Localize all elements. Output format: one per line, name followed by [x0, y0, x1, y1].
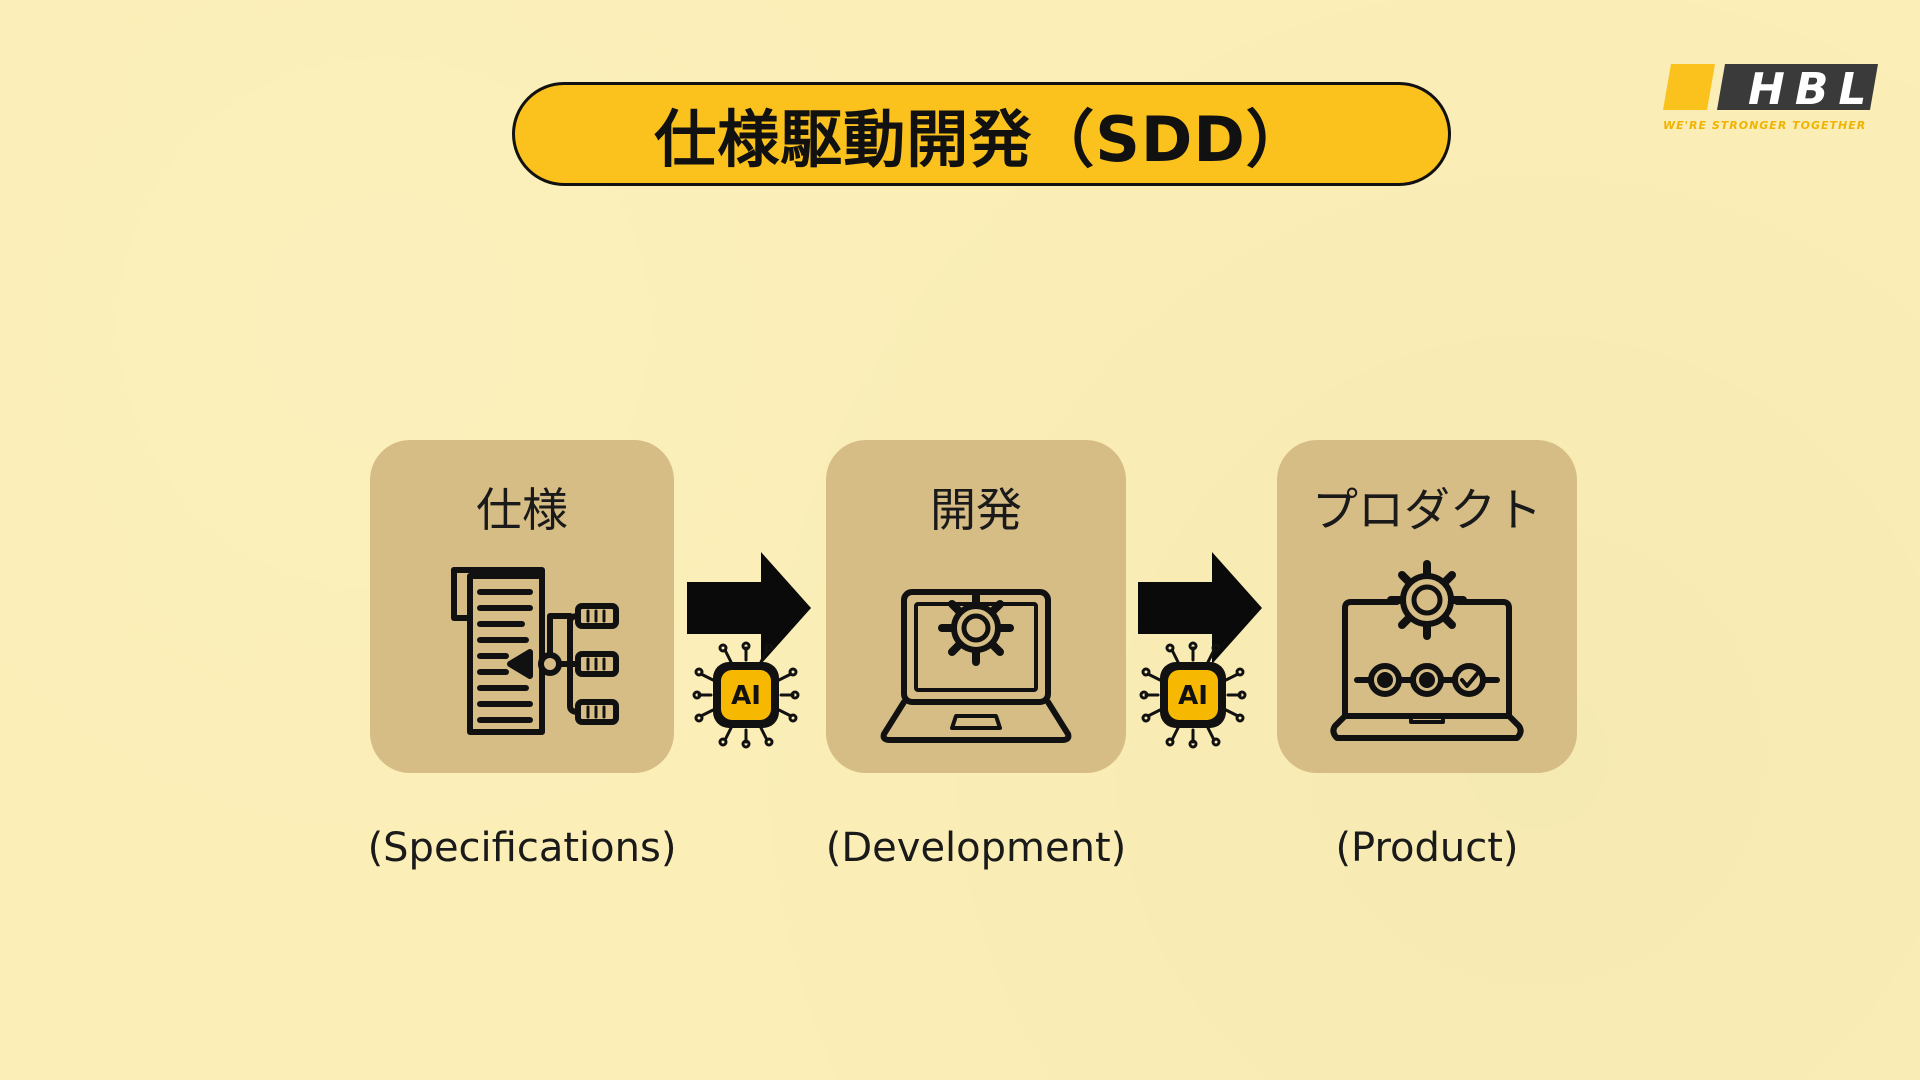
arrow-right-icon: [1138, 552, 1262, 664]
page-title: 仕様駆動開発（SDD）: [654, 103, 1309, 176]
ai-chip-label: AI: [731, 681, 761, 711]
stage-card-development: 開発: [826, 440, 1126, 773]
stage-card-product: プロダクト: [1277, 440, 1577, 773]
laptop-gear-icon: [880, 589, 1072, 743]
logo-tagline: WE'RE STRONGER TOGETHER: [1663, 119, 1867, 132]
stage-card-specifications: 仕様: [370, 440, 674, 773]
logo-mark-icon: [1663, 64, 1878, 110]
stage-title: 開発: [930, 483, 1022, 537]
stage-caption: (Product): [1335, 825, 1519, 871]
ai-chip-icon: AI: [1139, 641, 1247, 749]
stage-caption: (Specifications): [367, 825, 677, 871]
stage-title: プロダクト: [1312, 483, 1542, 537]
ai-chip-icon: AI: [692, 641, 800, 749]
ai-chip-label: AI: [1178, 681, 1208, 711]
laptop-gear-progress-icon: [1330, 560, 1524, 741]
logo-text: HBL: [1748, 64, 1877, 115]
hbl-logo: HBL WE'RE STRONGER TOGETHER: [1663, 62, 1878, 132]
arrow-right-icon: [687, 552, 811, 664]
title-pill: 仕様駆動開発（SDD）: [512, 82, 1451, 186]
stage-title: 仕様: [476, 483, 568, 537]
document-structure-icon: [451, 567, 619, 735]
stage-caption: (Development): [825, 825, 1127, 871]
